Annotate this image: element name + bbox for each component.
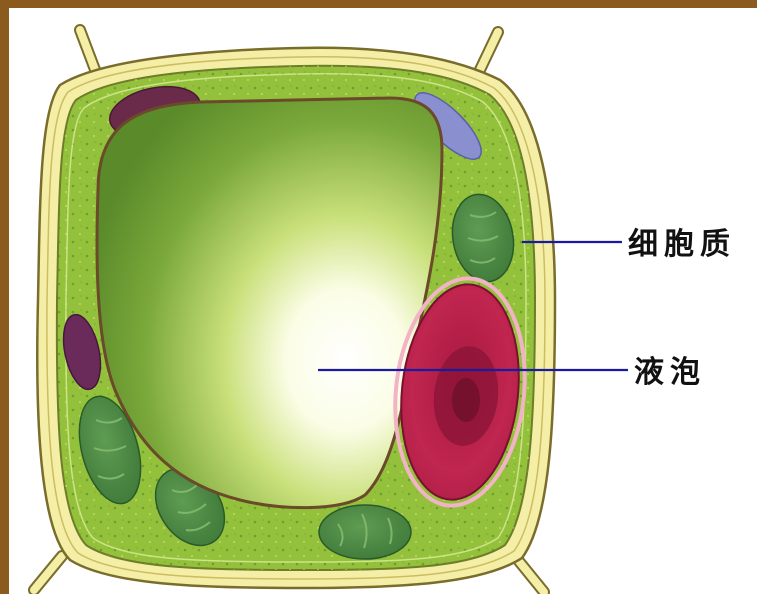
cytoplasm-label: 细胞质 xyxy=(628,227,736,262)
vacuole xyxy=(97,98,442,508)
frame-left-bar xyxy=(0,0,9,594)
nucleolus-core xyxy=(452,378,480,422)
frame-top-bar xyxy=(0,0,757,8)
chloroplast xyxy=(319,505,411,559)
vacuole-label: 液泡 xyxy=(634,355,706,390)
